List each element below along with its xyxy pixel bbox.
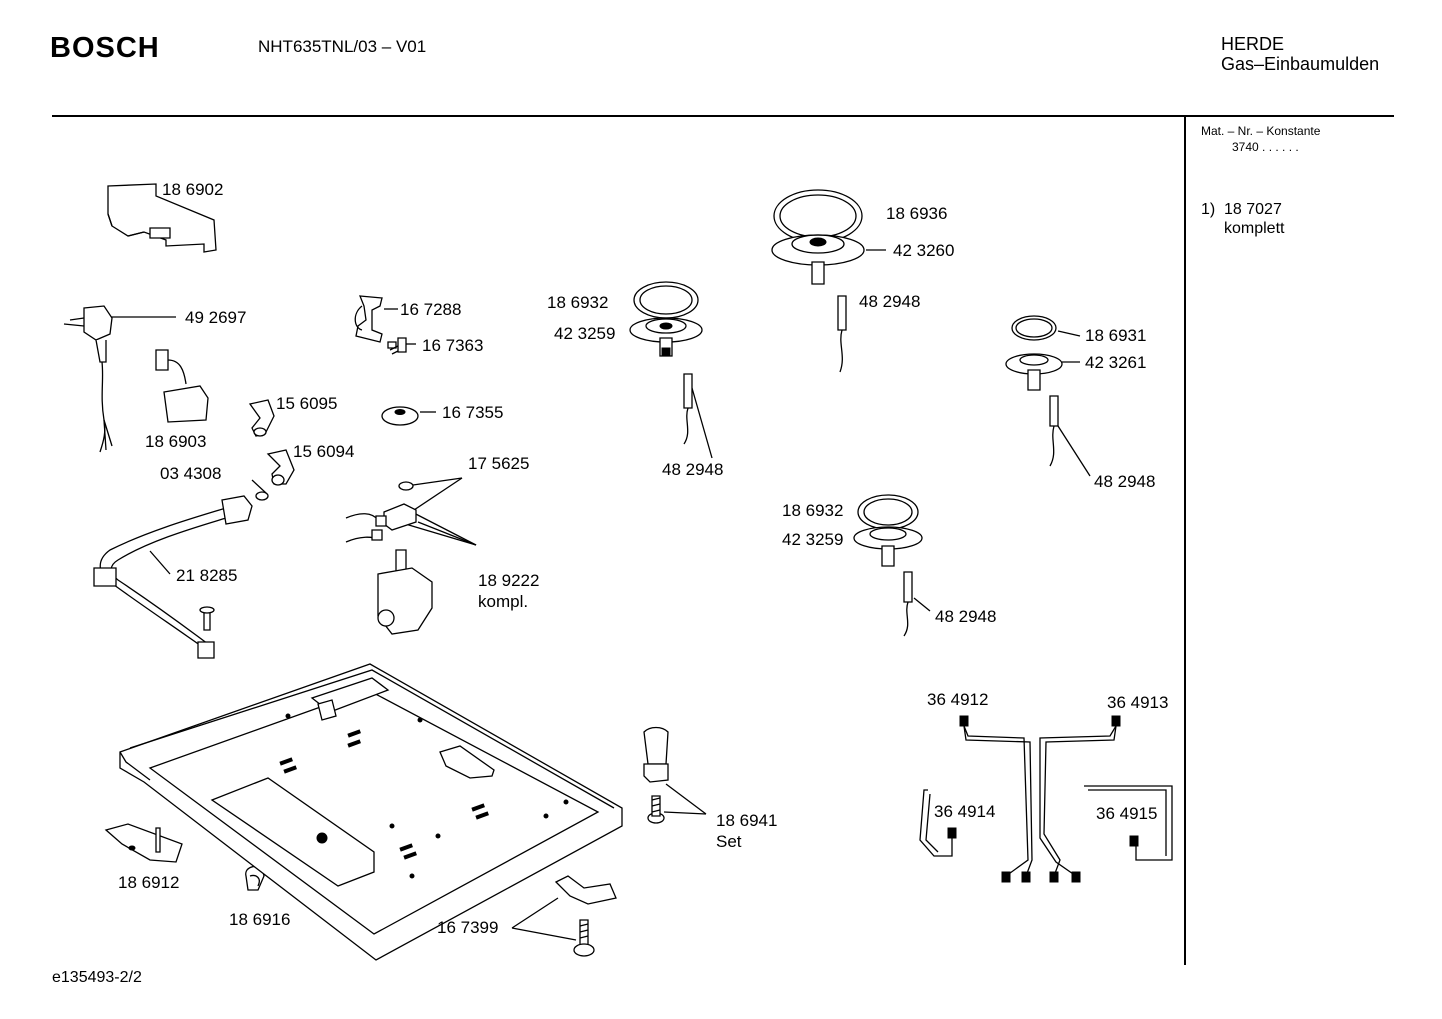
part-knob-set-186941 — [644, 728, 668, 824]
label-part-167399: 16 7399 — [437, 918, 499, 937]
label-part-156094: 15 6094 — [293, 442, 355, 461]
part-elbow-156094 — [268, 450, 294, 485]
note-text: komplett — [1224, 220, 1285, 237]
label-part-482948c: 48 2948 — [1094, 472, 1156, 491]
leader-lines — [110, 250, 1090, 940]
label-part-482948b: 48 2948 — [859, 292, 921, 311]
label-part-167288: 16 7288 — [400, 300, 462, 319]
label-part-186941: 18 6941 — [716, 811, 778, 830]
label-part-186931: 18 6931 — [1085, 326, 1147, 345]
part-gas-valve-189222 — [346, 482, 432, 634]
sidebar-divider — [1184, 117, 1186, 965]
part-burner-cap-186932b — [854, 495, 922, 566]
part-plug-cable-492697 — [64, 306, 112, 452]
label-part-186916: 18 6916 — [229, 910, 291, 929]
label-part-167355: 16 7355 — [442, 403, 504, 422]
label-part-364915: 36 4915 — [1096, 804, 1158, 823]
label-part-034308: 03 4308 — [160, 464, 222, 483]
label-part-364914: 36 4914 — [934, 802, 996, 821]
label-part-423260: 42 3260 — [893, 241, 955, 260]
part-bracket-186912 — [106, 824, 182, 862]
category-title: HERDE — [1221, 34, 1285, 54]
label-part-189222-note: kompl. — [478, 592, 529, 611]
part-bracket-186902 — [108, 184, 216, 252]
label-part-175625: 17 5625 — [468, 454, 530, 473]
part-gas-pipe-218285 — [94, 496, 252, 658]
part-elbow-156095 — [250, 400, 274, 436]
label-part-364913: 36 4913 — [1107, 693, 1169, 712]
part-thermocouple-482948b — [838, 296, 846, 372]
label-part-186932a: 18 6932 — [547, 293, 609, 312]
sidebar-value: 3740 . . . . . . — [1232, 140, 1299, 154]
label-part-167363: 16 7363 — [422, 336, 484, 355]
label-part-186932b: 18 6932 — [782, 501, 844, 520]
part-clip-167399 — [556, 876, 616, 956]
label-part-364912: 36 4912 — [927, 690, 989, 709]
part-burner-cap-186936 — [772, 190, 864, 284]
category-subtitle: Gas–Einbaumulden — [1221, 54, 1380, 74]
label-part-186902: 18 6902 — [162, 180, 224, 199]
label-part-492697: 49 2697 — [185, 308, 247, 327]
part-housing-tray — [120, 664, 622, 960]
label-part-423261: 42 3261 — [1085, 353, 1147, 372]
part-wires-3649xx — [920, 716, 1172, 882]
label-part-156095: 15 6095 — [276, 394, 338, 413]
part-burner-cap-186932a — [630, 282, 702, 356]
label-part-423259b: 42 3259 — [782, 530, 844, 549]
sidebar-title: Mat. – Nr. – Konstante — [1201, 124, 1321, 138]
model-number: NHT635TNL/03 – V01 — [258, 37, 427, 56]
part-thermocouple-482948d — [904, 572, 912, 636]
part-screw-167363 — [388, 338, 406, 354]
document-id: e135493-2/2 — [52, 969, 142, 986]
part-clip-186916 — [246, 866, 264, 890]
note-part-number: 18 7027 — [1224, 201, 1282, 218]
part-oring-034308 — [256, 492, 268, 500]
label-part-186903: 18 6903 — [145, 432, 207, 451]
label-part-482948d: 48 2948 — [935, 607, 997, 626]
label-part-482948a: 48 2948 — [662, 460, 724, 479]
label-part-189222: 18 9222 — [478, 571, 540, 590]
part-thermocouple-482948c — [1050, 396, 1058, 466]
part-cap-167355 — [382, 407, 418, 425]
part-burner-cap-186931 — [1006, 316, 1062, 390]
part-clip-186903 — [156, 350, 208, 422]
label-part-218285: 21 8285 — [176, 566, 238, 585]
brand-logo: BOSCH — [50, 32, 160, 64]
label-part-186912: 18 6912 — [118, 873, 180, 892]
label-part-186936: 18 6936 — [886, 204, 948, 223]
part-holder-167288 — [355, 296, 382, 342]
part-thermocouple-482948a — [684, 374, 692, 444]
note-number: 1) — [1201, 201, 1216, 218]
header-divider — [52, 115, 1394, 117]
label-part-423259a: 42 3259 — [554, 324, 616, 343]
label-part-186941-note: Set — [716, 832, 742, 851]
